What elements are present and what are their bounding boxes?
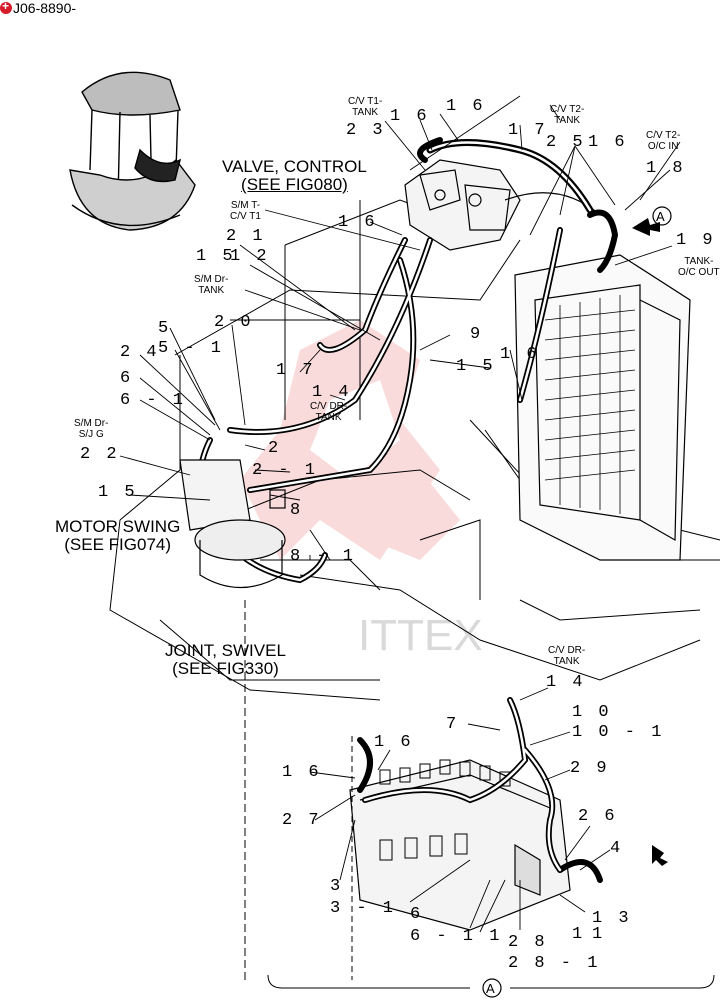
swing-motor <box>179 459 286 589</box>
callout-6: 6 <box>120 369 134 388</box>
callout-23: 2 3 <box>346 121 386 140</box>
view-a-marker-bottom <box>482 978 502 998</box>
callout-1: 1 <box>572 925 586 944</box>
view-a-marker-top <box>652 206 672 226</box>
caption-cv-dr-tank-detail: C/V DR-TANK <box>548 645 586 667</box>
flow-arrows <box>632 218 668 866</box>
callout-25: 2 5 <box>546 133 586 152</box>
callout-16: 1 6 <box>500 345 540 364</box>
callout-14: 1 4 <box>312 383 352 402</box>
caption-cv-t2-oc-in: C/V T2-O/C IN <box>646 130 681 152</box>
callout-14: 1 4 <box>546 673 586 692</box>
callout-28: 2 8 <box>508 933 548 952</box>
caption-sm-dr-sjg: S/M Dr-S/J G <box>74 418 109 440</box>
callout-1: 1 <box>592 925 606 944</box>
callout-18: 1 8 <box>646 159 686 178</box>
callout-15: 1 5 <box>98 483 138 502</box>
callout-9: 9 <box>470 325 484 344</box>
figure-code: J06-8890- <box>13 0 77 16</box>
callout-5: 5 <box>158 319 172 338</box>
callout-4: 4 <box>610 839 624 858</box>
callout-22: 2 2 <box>80 445 120 464</box>
callout-6: 6 <box>410 905 424 924</box>
machine-thumbnail <box>69 71 196 231</box>
callout-16: 1 6 <box>338 213 378 232</box>
callout-24: 2 4 <box>120 343 160 362</box>
callout-6-1: 6 - 1 <box>120 391 187 410</box>
add-icon[interactable] <box>0 0 12 14</box>
caption-cv-dr-tank: C/V DR-TANK <box>310 401 348 423</box>
view-a-label-top: A <box>656 209 665 224</box>
callout-21: 2 1 <box>226 227 266 246</box>
detail-border <box>244 600 715 989</box>
callout-6-11: 6 - 1 1 <box>410 927 503 946</box>
page-header: J06-8890- <box>0 0 76 16</box>
caption-sm-dr-tank: S/M Dr-TANK <box>194 274 229 296</box>
callout-29: 2 9 <box>570 759 610 778</box>
view-a-label-bottom: A <box>486 981 495 996</box>
watermark-logo <box>240 320 460 560</box>
caption-cv-t1-tank: C/V T1-TANK <box>348 96 383 118</box>
callout-10-1: 1 0 - 1 <box>572 723 665 742</box>
caption-cv-t2-tank: C/V T2-TANK <box>550 104 585 126</box>
caption-tank-oc-out: TANK-O/C OUT <box>678 256 720 278</box>
callout-15: 1 5 <box>196 247 236 266</box>
watermark-text: ITTEX <box>358 611 483 660</box>
callout-16: 1 6 <box>446 97 486 116</box>
assembly-valve-control: VALVE, CONTROL (SEE FIG080) <box>222 157 367 194</box>
callout-16: 1 6 <box>390 107 430 126</box>
oil-cooler <box>514 254 691 561</box>
callout-8-1: 8 - 1 <box>290 547 357 566</box>
callout-12: 1 2 <box>230 247 270 266</box>
callout-15: 1 5 <box>456 357 496 376</box>
callout-16: 1 6 <box>282 763 322 782</box>
callout-17: 1 7 <box>276 361 316 380</box>
assembly-motor-swing: MOTOR SWING (SEE FIG074) <box>55 517 181 554</box>
callout-28-1: 2 8 - 1 <box>508 954 601 973</box>
callout-13: 1 3 <box>592 909 632 928</box>
callout-16: 1 6 <box>588 133 628 152</box>
callout-7: 7 <box>446 715 460 734</box>
callout-3: 3 <box>330 877 344 896</box>
callout-5-1: 5 - 1 <box>158 339 225 358</box>
callout-2-1: 2 - 1 <box>252 461 319 480</box>
callout-16: 1 6 <box>374 733 414 752</box>
callout-19: 1 9 <box>676 231 716 250</box>
detail-valve-block <box>349 759 571 931</box>
callout-8: 8 <box>290 501 304 520</box>
callout-26: 2 6 <box>578 807 618 826</box>
callout-3-1: 3 - 1 <box>330 899 397 918</box>
detail-hose-highlights <box>363 698 562 872</box>
leader-lines <box>119 95 681 933</box>
callout-20: 2 0 <box>214 313 254 332</box>
callout-2: 2 <box>268 439 282 458</box>
callout-27: 2 7 <box>282 811 322 830</box>
callout-10: 1 0 <box>572 703 612 722</box>
callout-17: 1 7 <box>508 121 548 140</box>
frame-outline <box>109 199 721 701</box>
control-valve-top <box>404 159 601 251</box>
caption-sm-t-cv-t1: S/M T-C/V T1 <box>230 200 261 222</box>
assembly-joint-swivel: JOINT, SWIVEL (SEE FIG330) <box>165 641 286 678</box>
